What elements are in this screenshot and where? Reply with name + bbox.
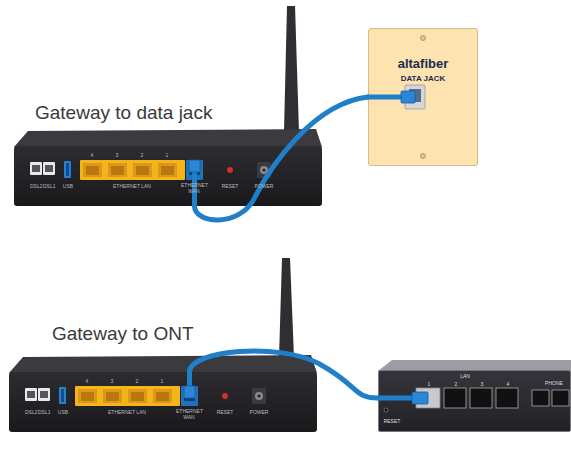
router-ports: [30, 160, 271, 180]
phone-port: [552, 390, 569, 406]
ont-port: [496, 388, 518, 408]
cable-plug: [184, 386, 195, 398]
port-number: 3: [478, 381, 486, 387]
brand-logo: altafiber: [369, 57, 477, 71]
port-label: POWER: [247, 409, 271, 415]
ethernet-cable: [195, 97, 369, 220]
port-label: ETHERNET LAN: [102, 183, 162, 189]
port-label: DSL1: [38, 409, 50, 415]
port-number: 2: [138, 152, 146, 158]
port-number: 4: [504, 381, 512, 387]
port-number: 2: [133, 378, 141, 384]
ont-port: [416, 388, 440, 408]
phone-port: [532, 390, 549, 406]
cable: [368, 95, 404, 100]
port-label: USB: [62, 183, 74, 189]
port-number: 3: [113, 152, 121, 158]
antenna: [279, 258, 294, 358]
cable-plug: [401, 91, 415, 103]
ethernet-cable: [190, 351, 379, 398]
ont-port: [470, 388, 492, 408]
port-number: 1: [158, 378, 166, 384]
port-label: ETHERNET WAN: [181, 182, 207, 194]
port-label: RESET: [380, 418, 404, 424]
cable: [378, 396, 414, 401]
section-title: Gateway to ONT: [52, 323, 194, 345]
data-jack-port: [405, 85, 425, 109]
cable: [187, 372, 192, 392]
port-number: 2: [452, 381, 460, 387]
port-number: 4: [83, 378, 91, 384]
ont-port: [444, 388, 466, 408]
gateway-router: DSL2DSL1 USB 4 3 2 1ETHERNET LAN ETHERNET WAN R…: [9, 372, 317, 432]
cable-plug: [412, 392, 428, 404]
screw: [421, 154, 426, 159]
port-number: 3: [108, 378, 116, 384]
router-ports: [25, 386, 266, 406]
port-label: DSL1: [43, 183, 55, 189]
port-label: ETHERNET WAN: [176, 408, 202, 420]
ont-unit: 1 2 3 4 LAN PHONE RESET: [378, 370, 571, 432]
port-label: USB: [57, 409, 69, 415]
port-label: RESET: [220, 183, 240, 189]
port-label: RESET: [215, 409, 235, 415]
port-label: PHONE: [539, 380, 569, 386]
port-label: POWER: [252, 183, 276, 189]
cable-plug: [189, 160, 200, 172]
port-label: DSL2: [25, 409, 37, 415]
gateway-router: DSL2DSL1 USB 4 3 2 1ETHERNET LAN ETHERNET WAN R…: [14, 146, 322, 206]
port-number: 4: [88, 152, 96, 158]
port-label: ETHERNET LAN: [97, 409, 157, 415]
antenna: [284, 6, 299, 132]
data-jack-plate: altafiberDATA JACK: [368, 28, 478, 166]
router-top: [9, 355, 317, 373]
router-top: [14, 129, 322, 147]
port-label: LAN: [455, 373, 475, 379]
port-number: 1: [163, 152, 171, 158]
screw: [421, 36, 426, 41]
data-jack-port: [409, 89, 421, 102]
jack-label: DATA JACK: [369, 74, 477, 83]
cable: [192, 168, 197, 206]
section-title: Gateway to data jack: [35, 102, 212, 124]
port-number: 1: [425, 381, 433, 387]
port-label: DSL2: [30, 183, 42, 189]
reset-hole: [384, 408, 388, 412]
